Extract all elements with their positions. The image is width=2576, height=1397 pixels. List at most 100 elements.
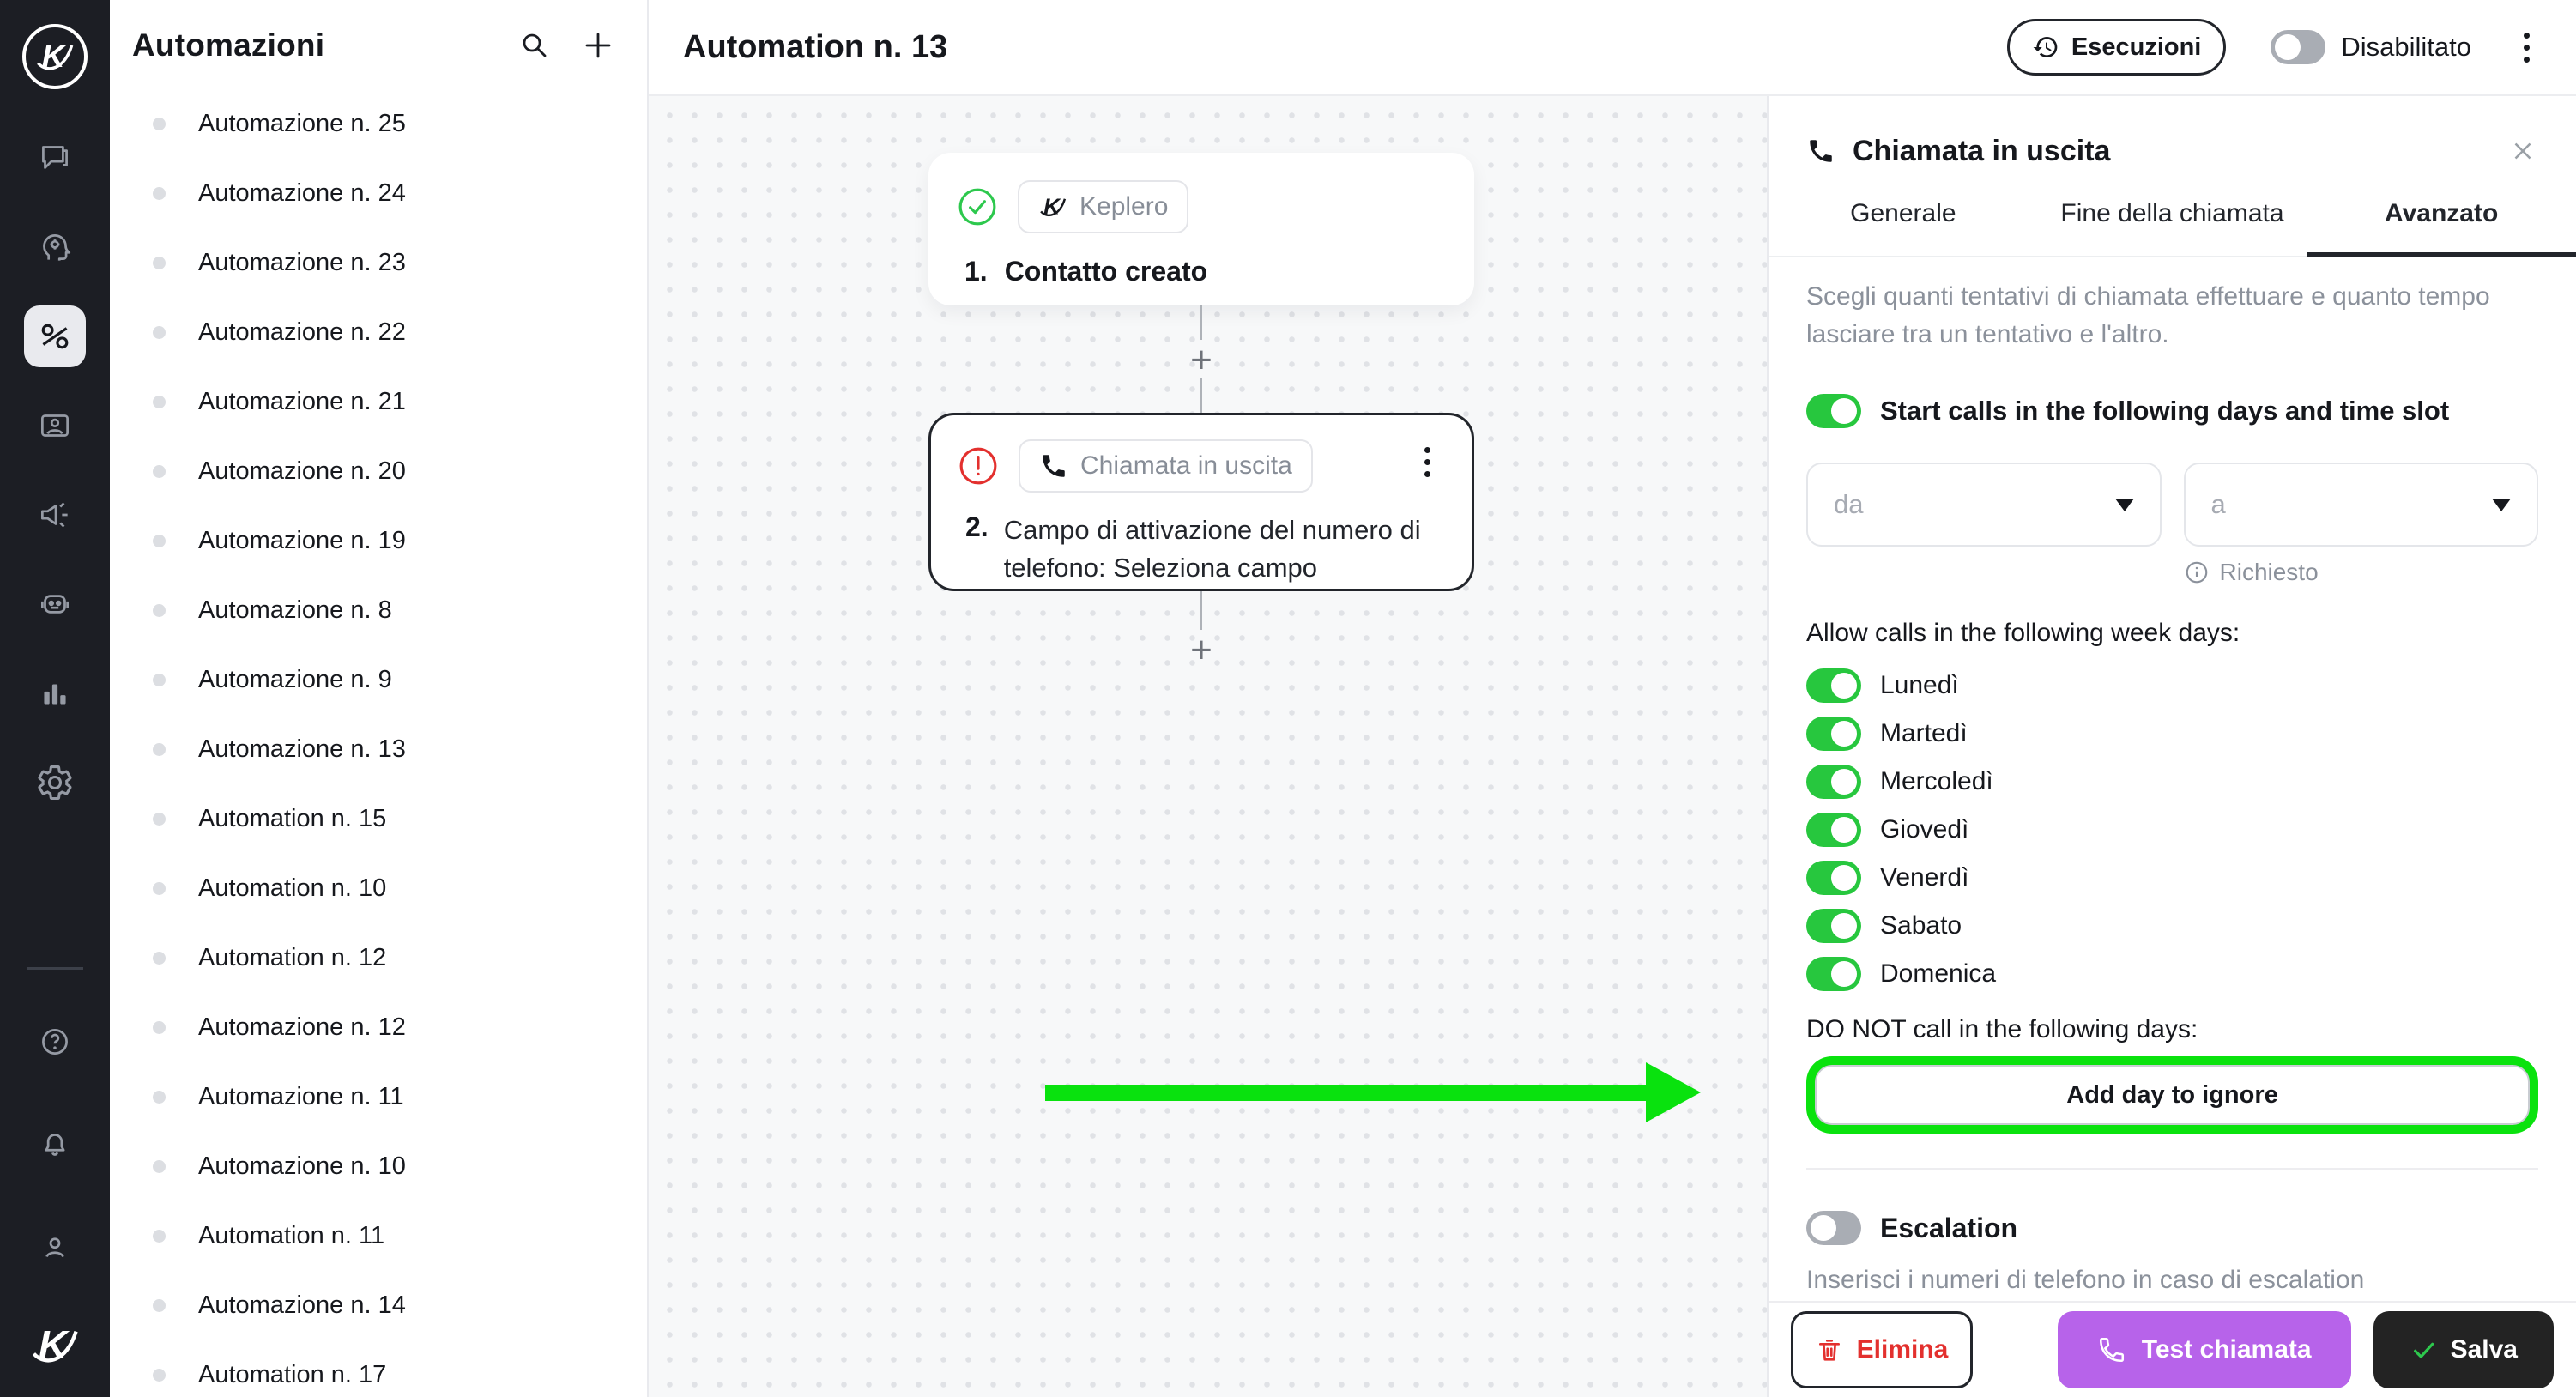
automation-list-item[interactable]: Automazione n. 14 bbox=[110, 1271, 647, 1340]
automation-list-item-label: Automation n. 11 bbox=[198, 1222, 385, 1249]
weekday-label: Sabato bbox=[1880, 911, 1962, 940]
automation-list-item[interactable]: Automation n. 15 bbox=[110, 784, 647, 854]
automation-list-item[interactable]: Automazione n. 8 bbox=[110, 576, 647, 645]
rail-divider bbox=[27, 967, 83, 970]
schedule-toggle[interactable] bbox=[1806, 394, 1861, 428]
search-icon[interactable] bbox=[515, 26, 554, 65]
weekday-row: Domenica bbox=[1806, 950, 2538, 998]
settings-icon[interactable] bbox=[24, 752, 86, 813]
add-day-to-ignore-button[interactable]: Add day to ignore bbox=[1815, 1065, 2530, 1125]
add-automation-icon[interactable] bbox=[578, 26, 618, 65]
weekday-toggle[interactable] bbox=[1806, 957, 1861, 991]
analytics-icon[interactable] bbox=[24, 662, 86, 724]
automation-list-item[interactable]: Automation n. 11 bbox=[110, 1201, 647, 1271]
node-kebab-icon[interactable] bbox=[1410, 439, 1444, 484]
time-from-placeholder: da bbox=[1834, 489, 1864, 519]
status-dot bbox=[153, 396, 166, 408]
time-to-placeholder: a bbox=[2210, 489, 2226, 519]
automation-list-item[interactable]: Automazione n. 24 bbox=[110, 159, 647, 228]
automation-list-item-label: Automazione n. 10 bbox=[198, 1152, 406, 1180]
workflow-canvas[interactable]: Keplero 1. Contatto creato + bbox=[649, 96, 1767, 1397]
weekday-row: Lunedì bbox=[1806, 662, 2538, 710]
schedule-toggle-label: Start calls in the following days and ti… bbox=[1880, 396, 2450, 426]
automation-list-item[interactable]: Automazione n. 11 bbox=[110, 1062, 647, 1132]
automation-list-item[interactable]: Automazione n. 19 bbox=[110, 506, 647, 576]
tab-fine-della-chiamata[interactable]: Fine della chiamata bbox=[2038, 199, 2307, 257]
call-node-selected[interactable]: Chiamata in uscita 2. Campo di attivazio… bbox=[928, 413, 1474, 591]
time-to-select[interactable]: a bbox=[2183, 463, 2538, 547]
panel-header: Chiamata in uscita bbox=[1769, 96, 2576, 170]
call-settings-panel: Chiamata in uscita Generale Fine della c… bbox=[1767, 96, 2576, 1397]
topbar-kebab-icon[interactable] bbox=[2509, 25, 2543, 70]
weekday-toggle[interactable] bbox=[1806, 765, 1861, 799]
profile-icon[interactable] bbox=[24, 1217, 86, 1279]
weekday-toggle[interactable] bbox=[1806, 717, 1861, 751]
status-dot bbox=[153, 952, 166, 965]
weekday-label: Lunedì bbox=[1880, 671, 1959, 699]
automation-list-item-label: Automazione n. 20 bbox=[198, 457, 406, 485]
escalation-description: Inserisci i numeri di telefono in caso d… bbox=[1806, 1266, 2365, 1294]
automation-list-item[interactable]: Automazione n. 23 bbox=[110, 228, 647, 298]
weekday-label: Mercoledì bbox=[1880, 767, 1993, 795]
delete-button[interactable]: Elimina bbox=[1791, 1311, 1973, 1388]
help-icon[interactable] bbox=[24, 1011, 86, 1073]
automation-list-item-label: Automazione n. 11 bbox=[198, 1083, 404, 1110]
phone-icon bbox=[1043, 455, 1065, 477]
bot-icon[interactable] bbox=[24, 573, 86, 635]
automation-list-item[interactable]: Automazione n. 13 bbox=[110, 715, 647, 784]
executions-button[interactable]: Esecuzioni bbox=[2006, 19, 2227, 76]
add-step-icon[interactable]: + bbox=[1185, 632, 1218, 669]
weekday-row: Sabato bbox=[1806, 902, 2538, 950]
automation-list-item[interactable]: Automation n. 17 bbox=[110, 1340, 647, 1397]
panel-body: Scegli quanti tentativi di chiamata effe… bbox=[1769, 257, 2576, 1301]
contacts-icon[interactable] bbox=[24, 395, 86, 457]
automation-list-item[interactable]: Automazione n. 10 bbox=[110, 1132, 647, 1201]
panel-title: Chiamata in uscita bbox=[1853, 134, 2111, 167]
keplero-brand-icon bbox=[29, 1320, 81, 1371]
close-icon[interactable] bbox=[2504, 132, 2542, 170]
notifications-icon[interactable] bbox=[24, 1114, 86, 1176]
test-call-button[interactable]: Test chiamata bbox=[2057, 1311, 2351, 1388]
connector-line bbox=[1200, 591, 1202, 630]
sidebar-header: Automazioni bbox=[110, 0, 647, 65]
automations-icon[interactable] bbox=[24, 305, 86, 367]
test-call-button-label: Test chiamata bbox=[2141, 1335, 2312, 1364]
page-title: Automation n. 13 bbox=[683, 28, 948, 65]
trigger-node-title: Contatto creato bbox=[1004, 256, 1208, 287]
automation-list-item[interactable]: Automazione n. 9 bbox=[110, 645, 647, 715]
automation-list-item[interactable]: Automazione n. 20 bbox=[110, 437, 647, 506]
keplero-logo-icon[interactable] bbox=[22, 24, 88, 89]
section-divider bbox=[1806, 1168, 2538, 1170]
executions-label: Esecuzioni bbox=[2071, 33, 2202, 61]
time-from-select[interactable]: da bbox=[1806, 463, 2162, 547]
campaigns-icon[interactable] bbox=[24, 484, 86, 546]
weekday-row: Venerdì bbox=[1806, 854, 2538, 902]
weekday-toggle[interactable] bbox=[1806, 813, 1861, 847]
status-dot bbox=[153, 604, 166, 617]
ai-assistant-icon[interactable] bbox=[24, 216, 86, 278]
weekday-toggle[interactable] bbox=[1806, 861, 1861, 895]
status-dot bbox=[153, 743, 166, 756]
save-button[interactable]: Salva bbox=[2373, 1311, 2554, 1388]
escalation-toggle[interactable] bbox=[1806, 1211, 1861, 1245]
weekday-toggle[interactable] bbox=[1806, 909, 1861, 943]
add-step-icon[interactable]: + bbox=[1185, 342, 1218, 379]
call-type-chip-label: Chiamata in uscita bbox=[1080, 451, 1292, 480]
automation-list-item[interactable]: Automation n. 12 bbox=[110, 923, 647, 993]
tab-generale[interactable]: Generale bbox=[1769, 199, 2038, 257]
success-check-icon bbox=[958, 188, 996, 226]
trigger-node[interactable]: Keplero 1. Contatto creato bbox=[928, 153, 1474, 305]
chat-icon[interactable] bbox=[24, 127, 86, 189]
tab-avanzato[interactable]: Avanzato bbox=[2307, 199, 2576, 257]
automation-list-item[interactable]: Automazione n. 22 bbox=[110, 298, 647, 367]
automation-list-item[interactable]: Automazione n. 25 bbox=[110, 89, 647, 159]
enabled-toggle[interactable] bbox=[2271, 30, 2326, 64]
weekday-toggle[interactable] bbox=[1806, 668, 1861, 703]
ignore-days-label: DO NOT call in the following days: bbox=[1806, 1015, 2198, 1043]
automation-list-item-label: Automazione n. 9 bbox=[198, 666, 392, 693]
automation-list-item[interactable]: Automazione n. 12 bbox=[110, 993, 647, 1062]
automation-list-item[interactable]: Automation n. 10 bbox=[110, 854, 647, 923]
automation-list-item-label: Automation n. 10 bbox=[198, 874, 387, 902]
automation-list-item[interactable]: Automazione n. 21 bbox=[110, 367, 647, 437]
weekday-row: Mercoledì bbox=[1806, 758, 2538, 806]
